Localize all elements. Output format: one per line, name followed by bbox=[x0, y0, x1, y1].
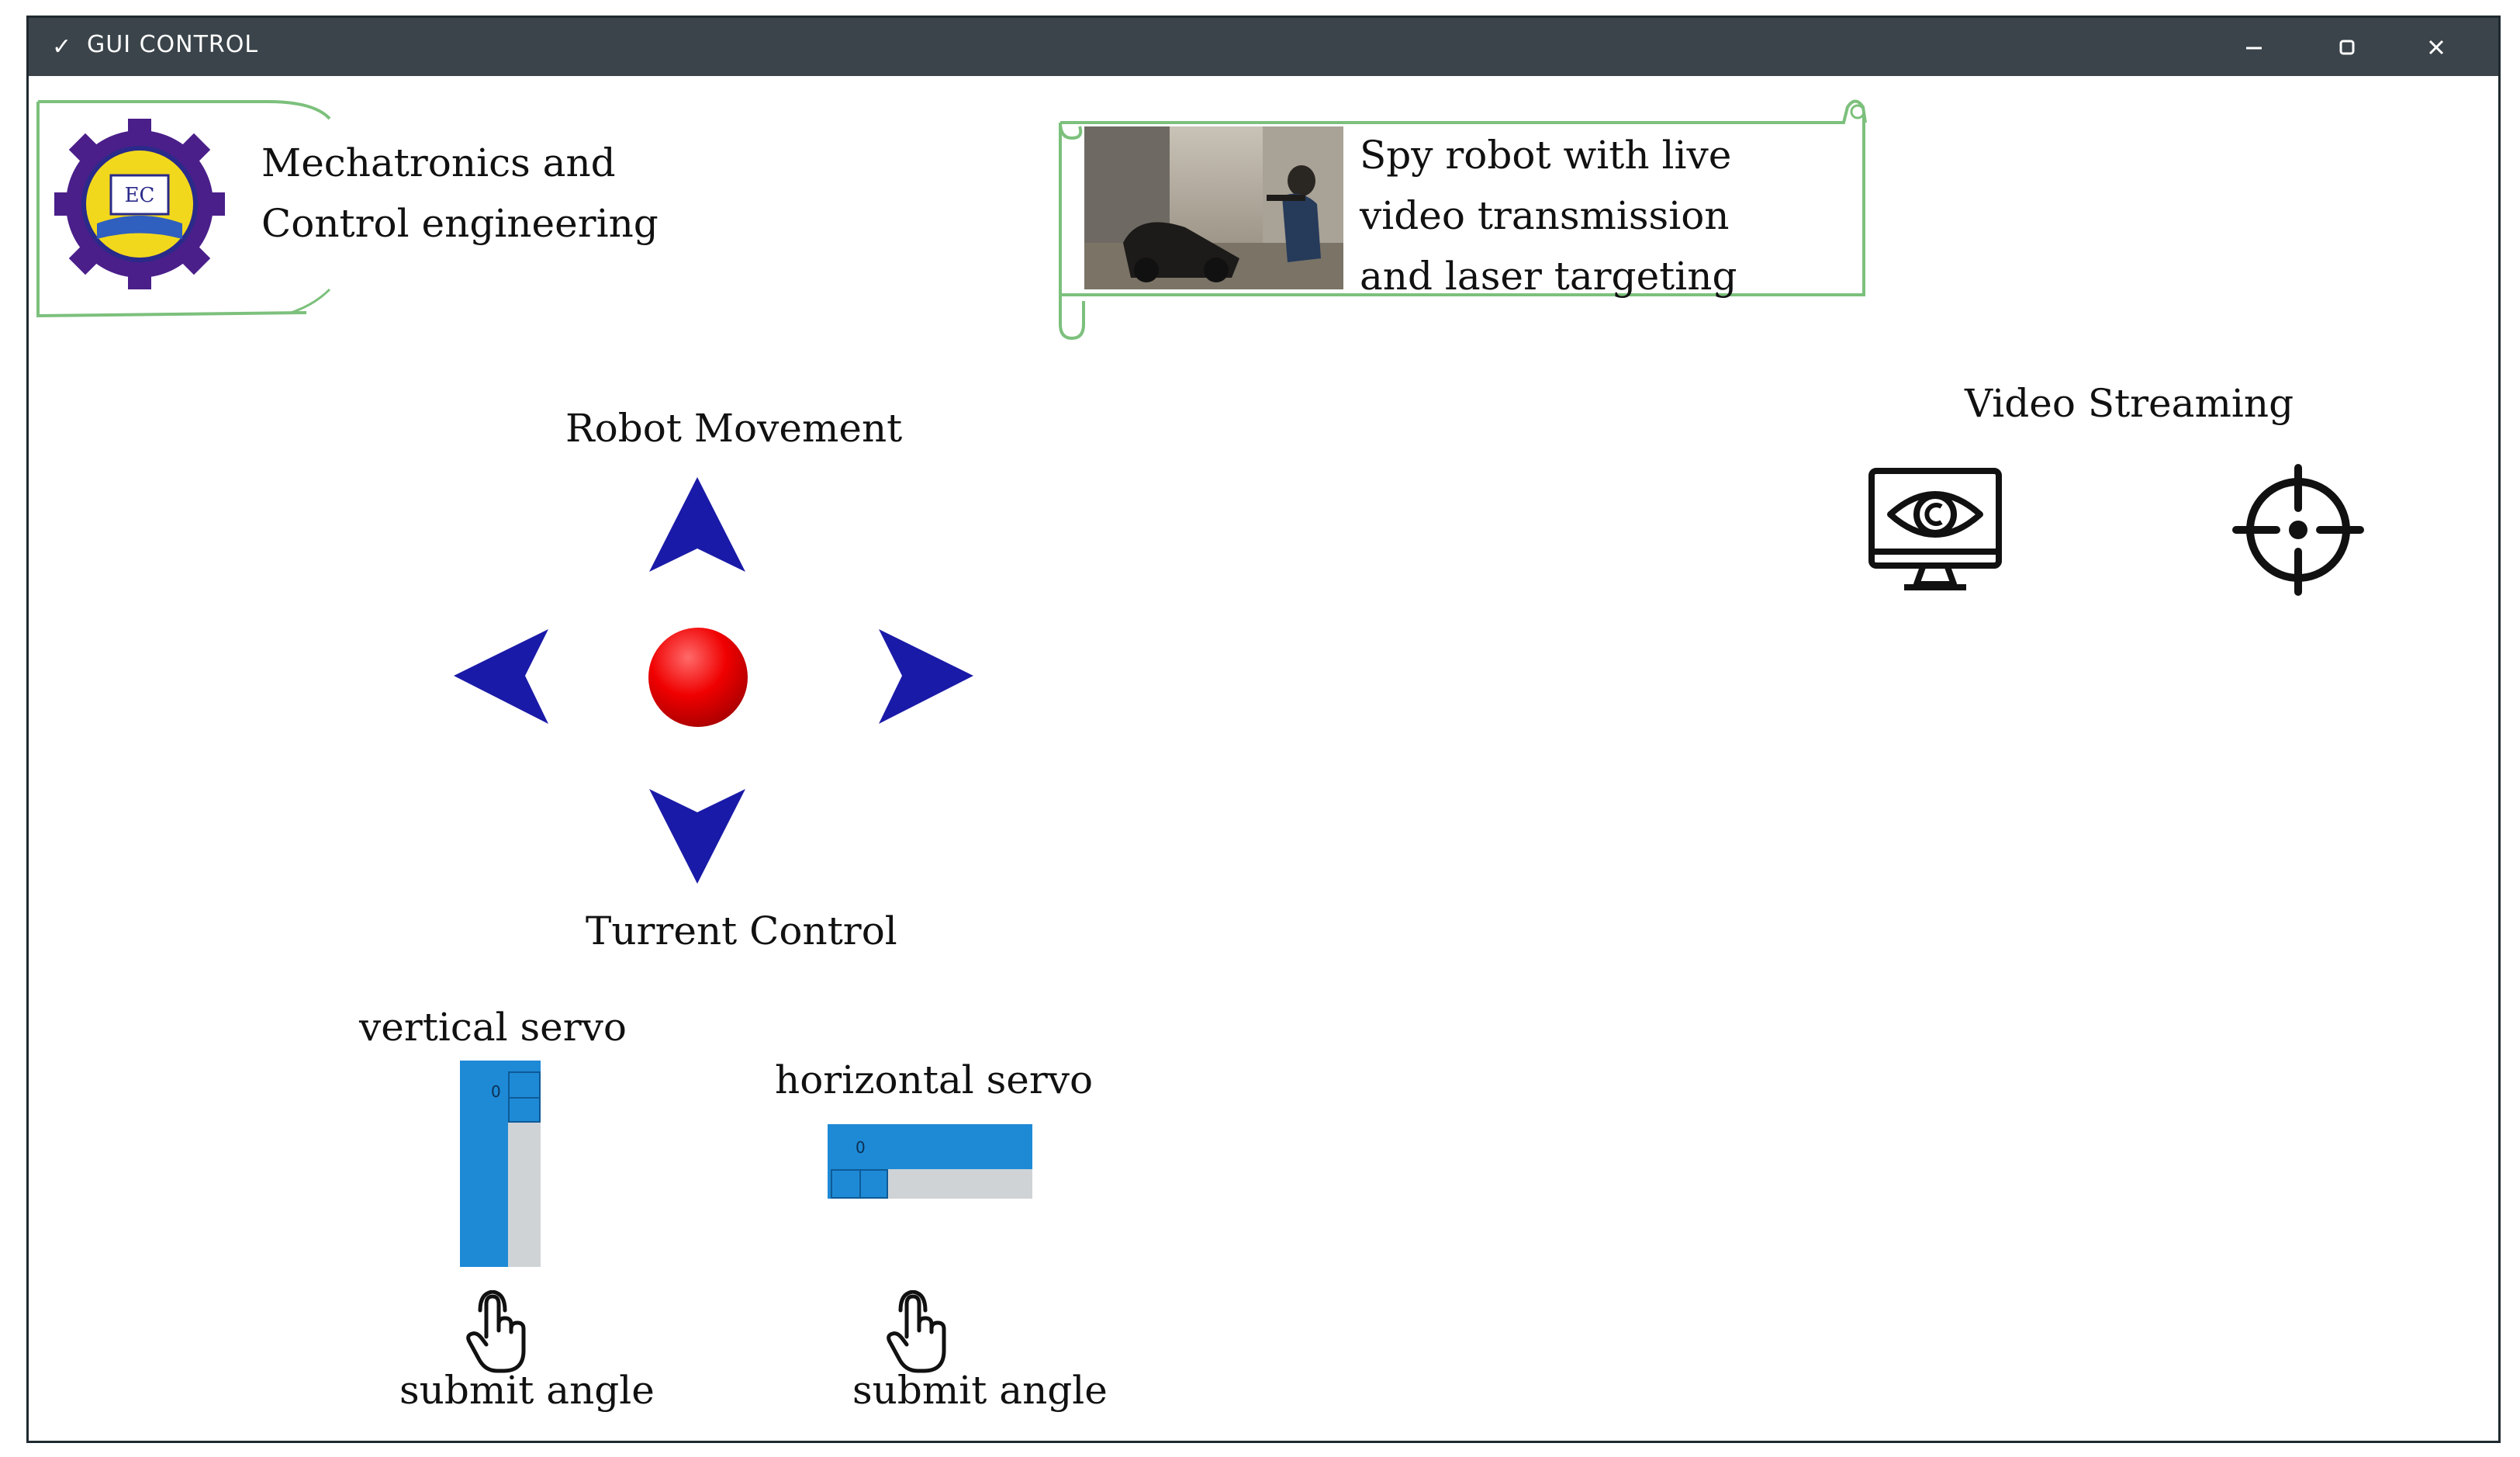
monitor-eye-icon[interactable] bbox=[1867, 466, 2003, 597]
up-arrow-icon[interactable] bbox=[646, 474, 748, 575]
banner-line3: and laser targeting bbox=[1360, 254, 1737, 299]
stop-button[interactable] bbox=[645, 625, 751, 730]
vertical-slider-value: 0 bbox=[491, 1082, 501, 1101]
maximize-button[interactable] bbox=[2301, 18, 2393, 76]
horizontal-slider-thumb[interactable] bbox=[831, 1169, 888, 1199]
horizontal-slider-track[interactable] bbox=[888, 1169, 1032, 1199]
window-title: GUI CONTROL bbox=[87, 31, 259, 58]
minimize-icon bbox=[2246, 47, 2262, 49]
department-title-line1: Mechatronics and bbox=[261, 140, 616, 185]
svg-text:EC: EC bbox=[125, 184, 155, 207]
spy-robot-photo bbox=[1084, 126, 1343, 289]
down-arrow-icon[interactable] bbox=[646, 786, 748, 887]
close-icon bbox=[2428, 40, 2444, 54]
department-title-line2: Control engineering bbox=[261, 201, 659, 246]
header-frame bbox=[36, 100, 331, 318]
horizontal-servo-slider[interactable]: 0 bbox=[828, 1124, 1032, 1199]
submit-angle-label-vertical[interactable]: submit angle bbox=[399, 1368, 655, 1413]
close-button[interactable] bbox=[2390, 18, 2482, 76]
title-bar: ✓ GUI CONTROL bbox=[29, 18, 2498, 76]
robot-movement-title: Robot Movement bbox=[565, 406, 903, 451]
submit-horizontal-hand-icon[interactable] bbox=[883, 1290, 953, 1376]
vertical-slider-track[interactable] bbox=[508, 1123, 541, 1267]
submit-angle-label-horizontal[interactable]: submit angle bbox=[852, 1368, 1108, 1413]
submit-vertical-hand-icon[interactable] bbox=[463, 1290, 533, 1376]
university-logo: EC bbox=[54, 119, 225, 289]
turret-control-title: Turrent Control bbox=[586, 908, 897, 953]
banner-scroll-frame bbox=[1059, 99, 1867, 341]
vertical-slider-thumb[interactable] bbox=[508, 1071, 541, 1123]
app-window: ✓ GUI CONTROL EC bbox=[26, 16, 2501, 1443]
horizontal-slider-value: 0 bbox=[856, 1138, 866, 1157]
minimize-button[interactable] bbox=[2208, 18, 2300, 76]
right-arrow-icon[interactable] bbox=[874, 626, 977, 727]
crosshair-target-icon[interactable] bbox=[2231, 463, 2365, 597]
maximize-icon bbox=[2339, 40, 2355, 54]
video-streaming-title: Video Streaming bbox=[1965, 381, 2294, 426]
banner-line2: video transmission bbox=[1360, 193, 1730, 238]
banner-line1: Spy robot with live bbox=[1360, 133, 1732, 178]
horizontal-servo-label: horizontal servo bbox=[775, 1057, 1094, 1102]
left-arrow-icon[interactable] bbox=[451, 626, 553, 727]
app-icon: ✓ bbox=[52, 33, 72, 61]
vertical-servo-label: vertical servo bbox=[359, 1005, 627, 1050]
vertical-servo-slider[interactable]: 0 bbox=[460, 1061, 541, 1267]
